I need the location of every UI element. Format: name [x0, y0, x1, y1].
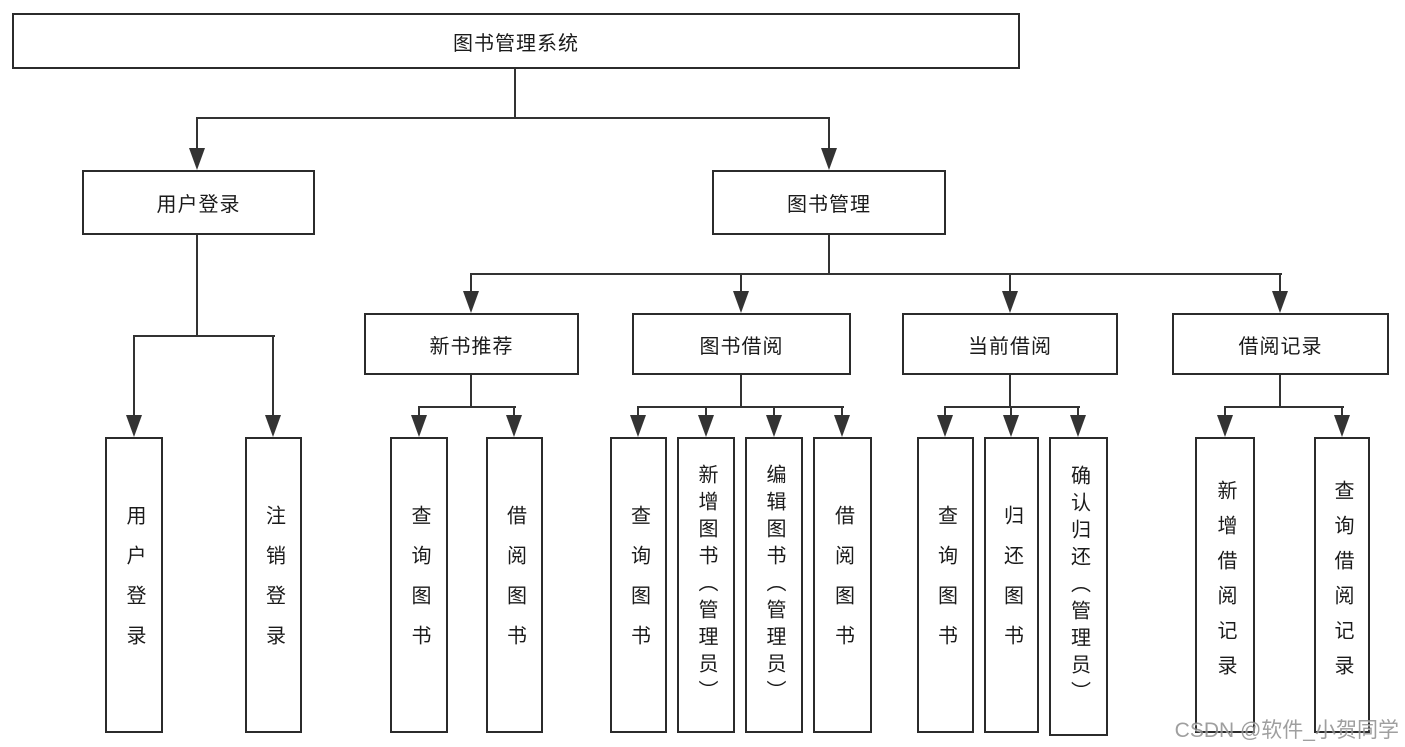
connector-nb1-drop [418, 406, 420, 417]
leaf-current-return: 归还图书 [984, 437, 1039, 733]
connector-mgmt-hline [470, 273, 1282, 275]
leaf-borrow-borrow: 借阅图书 [813, 437, 872, 733]
node-current-borrow-label: 当前借阅 [968, 335, 1052, 358]
connector-cb2-drop [1010, 406, 1012, 417]
connector-borrow-hline [637, 406, 844, 408]
node-borrow-record: 借阅记录 [1172, 313, 1389, 375]
connector-current-hline [944, 406, 1080, 408]
node-root: 图书管理系统 [12, 13, 1020, 69]
watermark-text: CSDN @软件_小贺同学 [1174, 719, 1399, 742]
connector-bb1-drop [637, 406, 639, 417]
connector-mgmt-stem [828, 235, 830, 275]
arrowhead-cb1 [937, 415, 953, 437]
node-book-management-label: 图书管理 [787, 194, 871, 216]
arrowhead-to-leaf-login [126, 415, 142, 437]
connector-br1-drop [1224, 406, 1226, 417]
connector-root-stem [514, 69, 516, 119]
connector-nb2-drop [513, 406, 515, 417]
connector-login-stem [196, 235, 198, 336]
connector-root-hline [196, 117, 830, 119]
arrowhead-bb4 [834, 415, 850, 437]
leaf-record-query: 查询借阅记录 [1314, 437, 1370, 733]
arrowhead-bb2 [698, 415, 714, 437]
arrowhead-nb2 [506, 415, 522, 437]
node-book-management: 图书管理 [712, 170, 946, 235]
leaf-record-add: 新增借阅记录 [1195, 437, 1255, 733]
arrowhead-bb1 [630, 415, 646, 437]
arrowhead-to-book-borrow [733, 291, 749, 313]
node-new-book-recommend: 新书推荐 [364, 313, 579, 375]
leaf-user-login: 用户登录 [105, 437, 163, 733]
connector-login-hline [133, 335, 275, 337]
arrowhead-to-borrow-record [1272, 291, 1288, 313]
connector-cb3-drop [1077, 406, 1079, 417]
connector-record-stem [1279, 375, 1281, 408]
connector-mgmt-drop [828, 117, 830, 150]
node-borrow-record-label: 借阅记录 [1238, 335, 1323, 358]
arrowhead-cb2 [1003, 415, 1019, 437]
connector-newbook-stem [470, 375, 472, 408]
connector-bb2-drop [705, 406, 707, 417]
node-user-login-label: 用户登录 [156, 194, 241, 216]
leaf-newbook-query: 查询图书 [390, 437, 448, 733]
arrowhead-bb3 [766, 415, 782, 437]
leaf-borrow-query: 查询图书 [610, 437, 667, 733]
arrowhead-br2 [1334, 415, 1350, 437]
connector-borrow-stem [740, 375, 742, 408]
node-book-borrow-label: 图书借阅 [699, 335, 784, 358]
arrowhead-to-user-login [189, 148, 205, 170]
connector-record-hline [1224, 406, 1344, 408]
arrowhead-br1 [1217, 415, 1233, 437]
watermark: CSDN @软件_小贺同学 [1175, 714, 1399, 744]
node-new-book-label: 新书推荐 [429, 335, 514, 358]
connector-newbook-hline [418, 406, 516, 408]
connector-current-stem [1009, 375, 1011, 408]
connector-login-child1-drop [133, 335, 135, 416]
node-root-label: 图书管理系统 [453, 32, 579, 55]
leaf-newbook-borrow: 借阅图书 [486, 437, 543, 733]
connector-current-drop [1009, 273, 1011, 292]
node-current-borrow: 当前借阅 [902, 313, 1118, 375]
arrowhead-to-leaf-logout [265, 415, 281, 437]
node-book-borrow: 图书借阅 [632, 313, 851, 375]
connector-newbook-drop [470, 273, 472, 292]
connector-record-drop [1279, 273, 1281, 292]
node-user-login: 用户登录 [82, 170, 315, 235]
connector-bb4-drop [841, 406, 843, 417]
connector-cb1-drop [944, 406, 946, 417]
arrowhead-nb1 [411, 415, 427, 437]
arrowhead-to-book-management [821, 148, 837, 170]
leaf-logout: 注销登录 [245, 437, 302, 733]
arrowhead-to-new-book [463, 291, 479, 313]
arrowhead-to-current-borrow [1002, 291, 1018, 313]
leaf-borrow-edit-admin: 编辑图书（管理员） [745, 437, 803, 733]
connector-borrow-drop [740, 273, 742, 292]
leaf-current-confirm-admin: 确认归还（管理员） [1049, 437, 1108, 736]
connector-br2-drop [1341, 406, 1343, 417]
connector-bb3-drop [773, 406, 775, 417]
arrowhead-cb3 [1070, 415, 1086, 437]
connector-login-child2-drop [272, 335, 274, 416]
leaf-borrow-add-admin: 新增图书（管理员） [677, 437, 735, 733]
connector-login-drop [196, 117, 198, 150]
leaf-current-query: 查询图书 [917, 437, 974, 733]
